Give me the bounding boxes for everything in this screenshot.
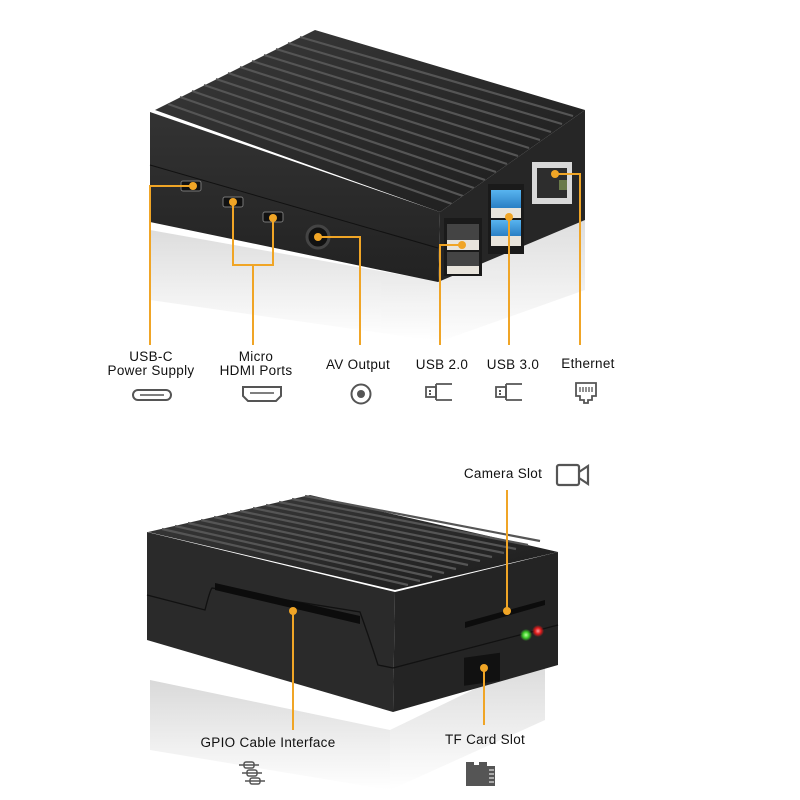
label-usb-2: USB 2.0 [415, 357, 469, 372]
micro-sd-card-icon [466, 762, 495, 786]
label-micro-hdmi-line2: HDMI Ports [219, 363, 293, 378]
ethernet-port-icon [575, 382, 597, 404]
usb-plug-icon [495, 383, 522, 401]
label-micro-hdmi-line1: Micro [238, 349, 274, 364]
label-tf-card: TF Card Slot [444, 732, 526, 747]
hdmi-port-icon [242, 386, 282, 402]
label-gpio: GPIO Cable Interface [200, 735, 336, 750]
label-usb-c: USB-C Power Supply [108, 350, 195, 378]
usb-plug-icon [425, 383, 452, 401]
label-ethernet: Ethernet [561, 356, 615, 371]
label-usb-3: USB 3.0 [486, 357, 540, 372]
leader-dots [189, 170, 559, 672]
usb-3-ports [488, 184, 524, 254]
bottom-case-front-face [147, 532, 395, 712]
label-micro-hdmi: Micro HDMI Ports [220, 350, 293, 378]
label-usb-c-line2: Power Supply [107, 363, 195, 378]
usb-c-port-icon [132, 389, 172, 401]
video-camera-icon [555, 463, 590, 487]
top-case-front-face [150, 112, 440, 282]
green-led [520, 629, 532, 641]
label-av-output: AV Output [326, 357, 390, 372]
label-camera-slot: Camera Slot [463, 466, 543, 481]
red-led [532, 625, 544, 637]
bottom-heatsink-fins [161, 494, 541, 587]
bottom-case-side-face [393, 552, 558, 712]
gpio-cable-icon [239, 761, 265, 785]
leader-lines [149, 173, 581, 730]
ethernet-port [532, 162, 572, 204]
av-jack-icon [350, 383, 372, 405]
label-usb-c-line1: USB-C [129, 349, 173, 364]
bottom-case-reflection [150, 655, 545, 790]
heatsink-fins [167, 35, 574, 206]
gpio-slot [215, 583, 360, 624]
